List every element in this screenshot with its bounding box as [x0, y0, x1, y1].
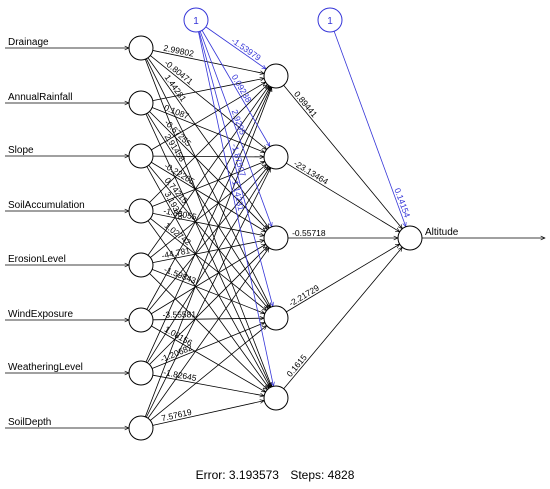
input-node-0 [128, 35, 154, 61]
input-node-6 [128, 360, 154, 386]
output-label: Altitude [425, 227, 459, 238]
input-label-7: SoilDepth [8, 417, 51, 428]
neural-network-diagram: 2.99802-0.804711.442810.1087-0.672552.91… [5, 7, 550, 441]
bias-connections [198, 26, 406, 387]
hidden-output-connections [283, 84, 545, 390]
weight-edge-in6-h4 [152, 374, 264, 396]
weight-label-13: -3.55581 [162, 309, 196, 320]
weight-edge-in5-h4 [151, 325, 265, 392]
weight-label-17: 7.57619 [160, 407, 192, 423]
weight-edge-in6-h0 [145, 87, 272, 363]
weight-edge-h4-out [283, 247, 403, 390]
input-node-4 [128, 252, 154, 278]
weight-edge-in0-h0 [152, 50, 265, 73]
error-readout: Error: 3.193573 [195, 468, 279, 482]
weight-edge-in1-h4 [145, 113, 272, 387]
weight-edge-in7-h1 [145, 168, 272, 418]
weight-edge-h0-out [283, 84, 403, 229]
bias-label-hidden: 1 [193, 16, 199, 27]
weight-edge-h1-out [286, 162, 399, 232]
neuron-nodes [128, 7, 423, 441]
output-weight-label-0: 0.89441 [292, 89, 319, 119]
weight-edge-in0-h4 [144, 59, 271, 387]
weight-edge-in7-h4 [152, 401, 265, 426]
weight-edge-in4-h3 [152, 269, 265, 313]
output-weight-label-2: -0.55718 [292, 228, 326, 238]
weight-edge-in3-h1 [151, 161, 265, 207]
weight-edge-in4-h1 [150, 164, 266, 258]
input-node-7 [128, 415, 154, 441]
weight-edge-in5-h2 [151, 244, 265, 315]
bias-node-hidden [183, 7, 209, 33]
weight-edge-in3-h4 [147, 220, 269, 389]
bias-node-output [317, 7, 343, 33]
weight-edge-in2-h2 [151, 161, 265, 232]
weight-edge-in0-h3 [146, 58, 271, 308]
output-node [397, 225, 423, 251]
weight-label-16: -1.82645 [163, 367, 198, 383]
output-weight-label-3: -2.21729 [287, 282, 321, 308]
weight-edge-in6-h1 [147, 167, 269, 364]
bias-edge-h4 [198, 31, 273, 387]
weight-edge-in4-h0 [147, 86, 269, 256]
output-weight-label-1: -23.13464 [292, 158, 330, 187]
bias-weight-label-1: 0.09238 [230, 72, 254, 104]
bias-edge-h3 [198, 31, 273, 307]
weight-edge-in0-h1 [150, 55, 266, 150]
output-weight-label-4: 0.1615 [284, 352, 309, 379]
weight-edge-in2-h4 [146, 166, 270, 387]
weight-edge-in7-h0 [144, 87, 271, 417]
input-label-5: WindExposure [8, 309, 73, 320]
input-node-3 [128, 198, 154, 224]
weight-edge-in5-h1 [148, 166, 269, 312]
weight-edge-in2-h0 [151, 82, 265, 151]
input-label-3: SoilAccumulation [8, 200, 85, 211]
bias-edge-h0 [205, 26, 266, 69]
weight-edge-in2-h1 [152, 156, 264, 157]
input-label-2: Slope [8, 145, 34, 156]
weight-label-0: 2.99802 [163, 43, 195, 59]
weight-edge-in7-h3 [150, 326, 266, 421]
weight-edge-in3-h0 [149, 84, 267, 203]
input-node-1 [128, 90, 154, 116]
input-label-4: ErosionLevel [8, 254, 66, 265]
steps-readout: Steps: 4828 [290, 468, 355, 482]
weight-edge-in7-h2 [147, 248, 269, 419]
bias-edge-out [333, 31, 406, 226]
hidden-node-4 [263, 385, 289, 411]
input-label-1: AnnualRainfall [8, 92, 73, 103]
weight-edge-in5-h0 [146, 87, 270, 310]
bias-weight-label-0: -1.53979 [230, 35, 263, 63]
weight-edge-in2-h3 [148, 164, 269, 309]
bias-edge-h1 [201, 30, 270, 146]
weight-edge-h3-out [286, 244, 399, 313]
hidden-node-1 [263, 144, 289, 170]
output-bias-weight-label: 0.14154 [392, 187, 412, 220]
input-label-6: WeatheringLevel [8, 362, 83, 373]
input-label-0: Drainage [8, 37, 49, 48]
node-labels: DrainageAnnualRainfallSlopeSoilAccumulat… [8, 16, 459, 428]
hidden-node-0 [263, 63, 289, 89]
weight-edge-in1-h1 [151, 107, 265, 152]
weight-label-12: -1.59843 [163, 264, 198, 286]
bias-label-output: 1 [327, 16, 333, 27]
weight-edge-in6-h3 [151, 323, 265, 369]
training-summary: Error: 3.193573 Steps: 4828 [0, 468, 550, 482]
weight-edge-in4-h4 [149, 273, 268, 389]
weight-edge-in1-h0 [152, 78, 264, 102]
hidden-node-2 [263, 225, 289, 251]
bias-edge-h2 [199, 31, 272, 226]
hidden-node-3 [263, 305, 289, 331]
input-hidden-connections [5, 48, 272, 428]
weight-edge-in5-h3 [152, 318, 264, 320]
input-node-5 [128, 307, 154, 333]
input-node-2 [128, 143, 154, 169]
